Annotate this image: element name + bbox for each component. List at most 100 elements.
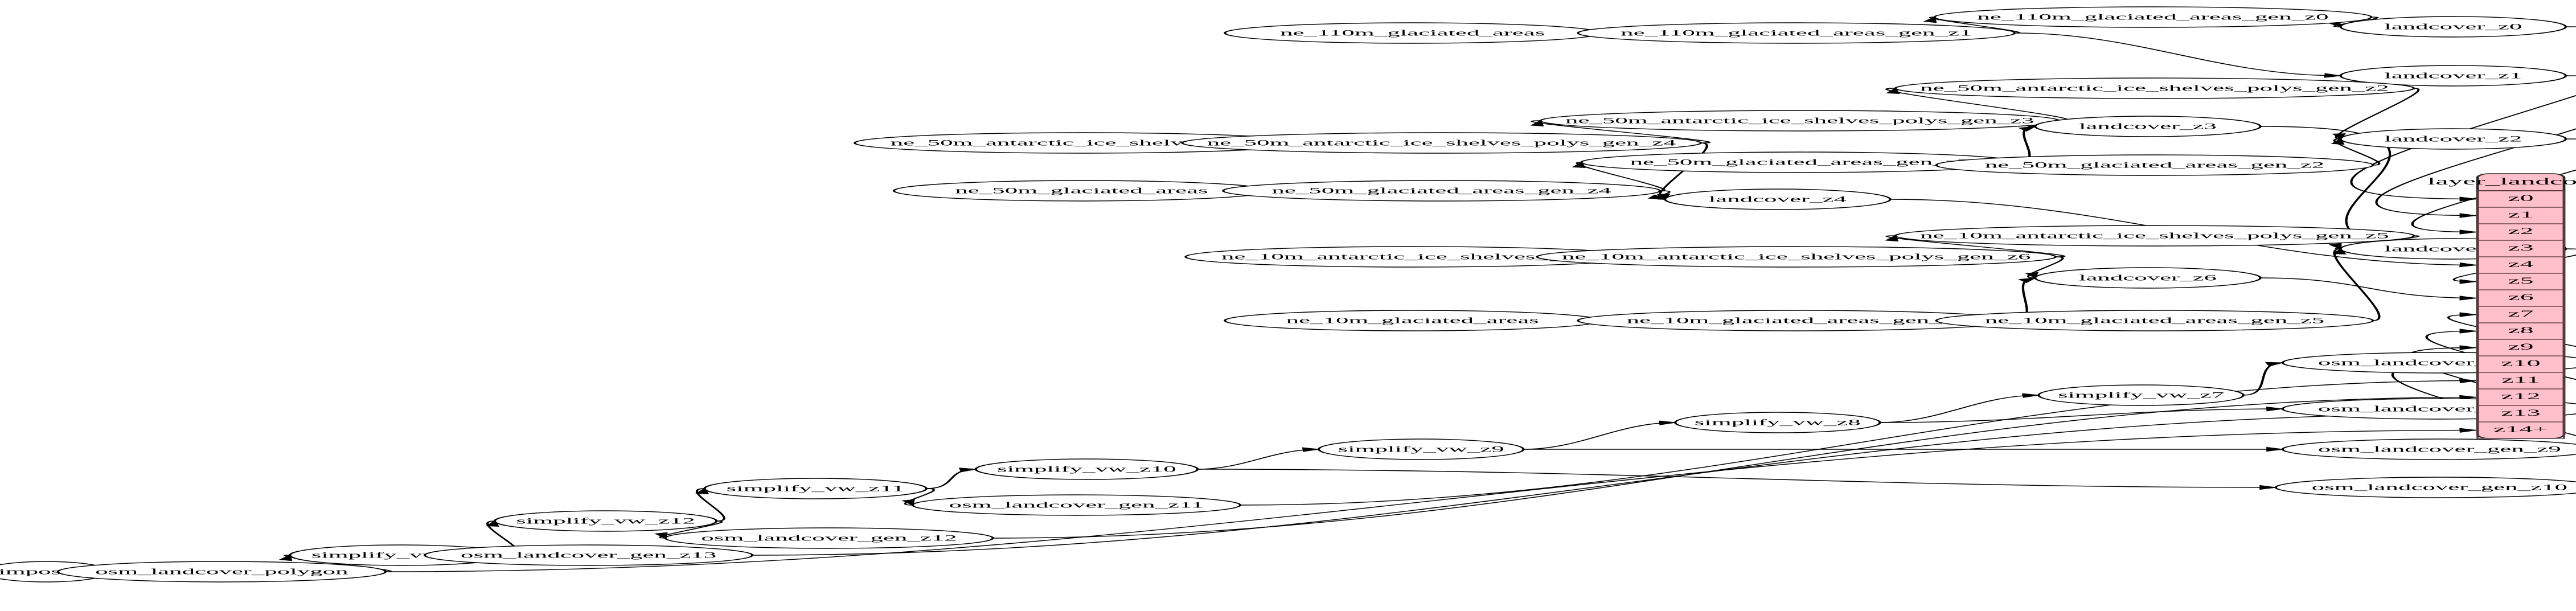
node-shape: [1894, 225, 2415, 247]
graph-edge-simplify_vw_z9--to--simplify_vw_z8: [1523, 420, 1678, 450]
graph-edge-simplify_vw_z10--to--simplify_vw_z9: [1197, 447, 1322, 470]
graph-node-ne_50m_antarctic_ice_shelves_polys_gen_z3[interactable]: ne_50m_antarctic_ice_shelves_polys_gen_z…: [1539, 110, 2061, 132]
graph-node-ne_10m_antarctic_ice_shelves_polys_gen_z6[interactable]: ne_10m_antarctic_ice_shelves_polys_gen_z…: [1536, 246, 2057, 268]
graph-edge-ne_50m_glaciated_areas_gen_z4--to--landcover_z4: [1647, 190, 1671, 200]
edge-arrowhead: [901, 499, 915, 506]
graph-node-landcover_z2[interactable]: landcover_z2: [2339, 128, 2567, 150]
graph-node-osm_landcover_gen_z10[interactable]: osm_landcover_gen_z10: [2274, 477, 2576, 498]
node-shape: [2339, 16, 2567, 38]
record-row-label-z4: z4: [2508, 259, 2533, 269]
graph-node-landcover_z4[interactable]: landcover_z4: [1664, 188, 1892, 210]
edge-line: [2333, 138, 2381, 166]
graph-node-simplify_vw_z12[interactable]: simplify_vw_z12: [493, 510, 718, 532]
edge-arrowhead: [2018, 277, 2037, 283]
edge-line: [1885, 235, 2066, 257]
graph-node-ne_10m_glaciated_areas_gen_z5[interactable]: ne_10m_glaciated_areas_gen_z5: [1935, 310, 2374, 331]
edge-arrowhead: [2324, 73, 2343, 78]
record-row-label-z0: z0: [2508, 193, 2533, 203]
graph-node-simplify_vw_z7[interactable]: simplify_vw_z7: [2037, 384, 2245, 406]
edge-arrowhead: [1923, 16, 1937, 23]
edge-arrowhead: [2459, 428, 2479, 433]
edge-arrowhead: [2459, 279, 2479, 284]
node-shape: [1894, 77, 2415, 99]
record-row-label-z2: z2: [2508, 226, 2533, 236]
graph-node-ne_50m_glaciated_areas_gen_z4[interactable]: ne_50m_glaciated_areas_gen_z4: [1222, 180, 1662, 202]
graph-node-ne_50m_antarctic_ice_shelves_polys_gen_z4[interactable]: ne_50m_antarctic_ice_shelves_polys_gen_z…: [1181, 132, 1703, 154]
edge-line: [1880, 395, 2039, 423]
node-shape: [892, 180, 1271, 202]
graph-edge-simplify_vw_z7--to--osm_landcover_gen_z7: [2243, 362, 2285, 396]
record-row-label-z12: z12: [2501, 391, 2540, 401]
edges-layer: [42, 16, 2576, 575]
node-shape: [2281, 438, 2576, 460]
node-shape: [1224, 310, 1602, 331]
graph-node-simplify_vw_z11[interactable]: simplify_vw_z11: [703, 478, 928, 499]
graph-node-ne_50m_glaciated_areas[interactable]: ne_50m_glaciated_areas: [892, 180, 1271, 202]
record-row-label-z14+: z14+: [2493, 424, 2548, 434]
graph-node-ne_10m_antarctic_ice_shelves_polys_gen_z5[interactable]: ne_10m_antarctic_ice_shelves_polys_gen_z…: [1894, 225, 2415, 247]
graph-node-simplify_vw_z8[interactable]: simplify_vw_z8: [1674, 412, 1881, 433]
graph-node-ne_110m_glaciated_areas_gen_z1[interactable]: ne_110m_glaciated_areas_gen_z1: [1577, 22, 2016, 44]
node-shape: [1317, 438, 1525, 460]
node-shape: [2037, 384, 2245, 406]
edge-arrowhead: [1302, 447, 1322, 452]
graph-node-osm_landcover_gen_z12[interactable]: osm_landcover_gen_z12: [664, 527, 994, 549]
node-shape: [1674, 412, 1881, 433]
graph-node-landcover_z0[interactable]: landcover_z0: [2339, 16, 2567, 38]
graph-node-ne_110m_glaciated_areas[interactable]: ne_110m_glaciated_areas: [1224, 22, 1602, 44]
graph-edge-ne_10m_antarctic_ice_shelves_polys_gen_z6--to--ne_10m_antarctic_ice_shelves_polys_gen_z5: [1885, 235, 2066, 257]
record-header-label: layer_landcover: [2427, 176, 2576, 187]
edge-arrowhead: [2259, 485, 2278, 490]
edge-line: [696, 488, 725, 522]
edge-arrowhead: [2459, 329, 2479, 334]
record-row-label-z11: z11: [2501, 375, 2540, 385]
node-shape: [1536, 246, 2057, 268]
graph-node-ne_10m_glaciated_areas[interactable]: ne_10m_glaciated_areas: [1224, 310, 1602, 331]
graph-node-osm_landcover_gen_z13[interactable]: osm_landcover_gen_z13: [423, 544, 754, 566]
graph-node-simplify_vw_z9[interactable]: simplify_vw_z9: [1317, 438, 1525, 460]
edge-line: [1880, 408, 2283, 423]
edge-arrowhead: [1885, 235, 1899, 242]
graph-node-ne_50m_antarctic_ice_shelves_polys_gen_z2[interactable]: ne_50m_antarctic_ice_shelves_polys_gen_z…: [1894, 77, 2415, 99]
node-shape: [1935, 310, 2374, 331]
graph-node-osm_landcover_gen_z9[interactable]: osm_landcover_gen_z9: [2281, 438, 2576, 460]
graph-node-landcover_z6[interactable]: landcover_z6: [2034, 267, 2262, 289]
record-row-label-z10: z10: [2501, 358, 2540, 368]
graph-node-ne_50m_glaciated_areas_gen_z2[interactable]: ne_50m_glaciated_areas_gen_z2: [1935, 154, 2374, 176]
graph-node-osm_landcover_polygon[interactable]: osm_landcover_polygon: [56, 561, 387, 583]
record-row-label-z1: z1: [2508, 210, 2533, 220]
record-row-label-z9: z9: [2508, 342, 2533, 352]
node-shape: [2339, 65, 2567, 87]
edge-line: [1576, 162, 1666, 191]
edge-arrowhead: [2265, 362, 2285, 367]
graph-edge-simplify_vw_z11--to--simplify_vw_z10: [926, 468, 978, 489]
node-shape: [1224, 22, 1602, 44]
graph-node-simplify_vw_z10[interactable]: simplify_vw_z10: [974, 458, 1199, 480]
edge-arrowhead: [1647, 194, 1667, 200]
edge-line: [1240, 380, 2476, 506]
graph-edge-simplify_vw_z9--to--osm_landcover_gen_z9: [1523, 446, 2285, 452]
record-table-layer: layer_landcoverz0z1z2z3z4z5z6z7z8z9z10z1…: [2427, 173, 2576, 439]
node-shape: [1664, 188, 1892, 210]
node-shape: [664, 527, 994, 549]
edge-line: [1197, 449, 1319, 470]
node-shape: [2339, 128, 2567, 150]
graph-node-osm_landcover_gen_z11[interactable]: osm_landcover_gen_z11: [911, 494, 1242, 516]
edge-line: [2027, 256, 2064, 278]
node-shape: [1577, 22, 2016, 44]
edge-arrowhead: [2459, 312, 2479, 317]
edge-arrowhead: [2459, 262, 2479, 268]
edge-arrowhead: [958, 468, 978, 473]
graph-node-landcover_z3[interactable]: landcover_z3: [2034, 116, 2262, 137]
graph-edge-simplify_vw_z12--to--osm_landcover_gen_z12: [654, 520, 723, 539]
record-row-z14+[interactable]: [2476, 421, 2565, 439]
record-row-label-z13: z13: [2501, 408, 2540, 418]
edge-line: [1523, 422, 1676, 450]
node-shape: [1222, 180, 1662, 202]
edge-arrowhead: [278, 554, 293, 561]
graph-node-ne_110m_glaciated_areas_gen_z0[interactable]: ne_110m_glaciated_areas_gen_z0: [1933, 6, 2373, 28]
node-shape: [703, 478, 928, 499]
edge-arrowhead: [2459, 213, 2479, 218]
